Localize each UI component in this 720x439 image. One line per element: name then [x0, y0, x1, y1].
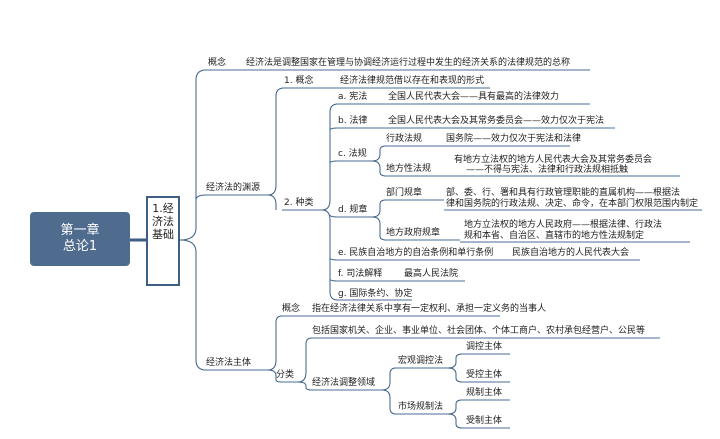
- dept-rules-label[interactable]: 部门规章: [386, 188, 423, 198]
- root-node[interactable]: 第一章 总论1: [30, 212, 130, 266]
- classes-list: 包括国家机关、企业、事业单位、社会团体、个体工商户、农村承包经营户、公民等: [312, 326, 646, 336]
- local-gov-rules-line1: 地方立法权的地方人民政府——根据法律、行政法: [464, 220, 663, 230]
- classes-label[interactable]: 分类: [276, 370, 295, 380]
- local-regulation-line1: 有地方立法权的地方人民代表大会及其常务委员会: [454, 155, 653, 165]
- concept-connector: [179, 69, 207, 241]
- sources-connector: [195, 194, 207, 201]
- type-g-label[interactable]: g. 国际条约、协定: [338, 289, 413, 299]
- subject-concept-label[interactable]: 概念: [282, 304, 301, 314]
- dept-rules-line2: 律和国务院的行政法规、决定、命令，在本部门权限范围内制定: [446, 199, 699, 209]
- type-c-label[interactable]: c. 法规: [338, 149, 367, 159]
- macro-controller[interactable]: 调控主体: [466, 342, 503, 352]
- admin-regulation-label[interactable]: 行政法规: [386, 134, 423, 144]
- subject-concept-text: 指在经济法律关系中享有一定权利、承担一定义务的当事人: [312, 304, 547, 314]
- subject-label[interactable]: 经济法主体: [206, 358, 252, 368]
- market-regulated[interactable]: 受制主体: [466, 416, 503, 426]
- local-regulation-label[interactable]: 地方性法规: [386, 164, 432, 174]
- market-regulator[interactable]: 规制主体: [466, 388, 503, 398]
- type-f-label[interactable]: f. 司法解释: [338, 269, 383, 279]
- macro-controlled[interactable]: 受控主体: [466, 370, 503, 380]
- local-gov-rules-label[interactable]: 地方政府规章: [386, 228, 441, 238]
- type-d-label[interactable]: d. 规章: [338, 205, 368, 215]
- main-topic-node[interactable]: 1.经济法基础: [146, 196, 180, 286]
- macro-law-label[interactable]: 宏观调控法: [398, 356, 444, 366]
- local-regulation-line2: ——不得与宪法、法律和行政法规相抵触: [466, 165, 629, 175]
- field-label[interactable]: 经济法调整领域: [312, 378, 376, 388]
- sources-concept-text: 经济法律规范借以存在和表现的形式: [340, 76, 485, 86]
- type-b-text: 全国人民代表大会及其常务委员会——效力仅次于宪法: [388, 116, 605, 126]
- types-label[interactable]: 2. 种类: [284, 198, 314, 208]
- type-a-label[interactable]: a. 宪法: [338, 92, 368, 102]
- concept-label[interactable]: 概念: [208, 58, 227, 68]
- local-gov-rules-line2: 规和本省、自治区、直辖市的地方性法规制定: [464, 231, 645, 241]
- concept-text: 经济法是调整国家在管理与协调经济运行过程中发生的经济关系的法律规范的总称: [246, 58, 571, 68]
- type-b-label[interactable]: b. 法律: [338, 116, 368, 126]
- root-line1: 第一章: [60, 223, 100, 238]
- type-a-text: 全国人民代表大会——具有最高的法律效力: [388, 92, 560, 102]
- type-e-label[interactable]: e. 民族自治地方的自治条例和单行条例: [338, 248, 494, 258]
- subject-connector: [179, 239, 207, 371]
- sources-concept-label[interactable]: 1. 概念: [284, 76, 314, 86]
- market-law-label[interactable]: 市场规制法: [398, 402, 444, 412]
- root-line2: 总论1: [62, 239, 98, 254]
- type-e-text: 民族自治地方的人民代表大会: [512, 248, 630, 258]
- admin-regulation-text: 国务院——效力仅次于宪法和法律: [446, 134, 582, 144]
- type-f-text: 最高人民法院: [404, 269, 459, 279]
- dept-rules-line1: 部、委、行、署和具有行政管理职能的直属机构——根据法: [446, 188, 681, 198]
- sources-label[interactable]: 经济法的渊源: [206, 183, 261, 193]
